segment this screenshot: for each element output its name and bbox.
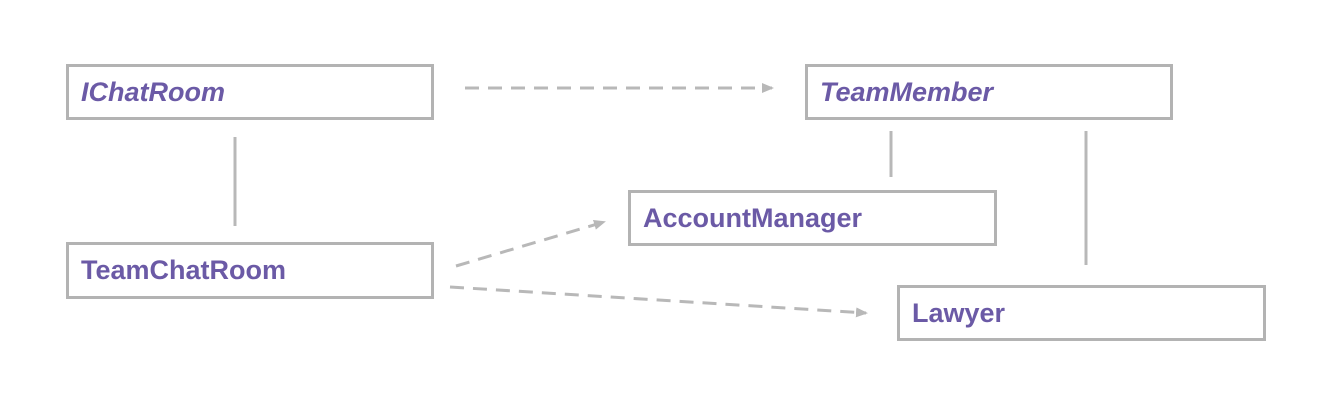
lawyer-label: Lawyer bbox=[912, 297, 1006, 328]
teamchatroom-label: TeamChatRoom bbox=[81, 255, 287, 285]
edge-teamchatroom-lawyer bbox=[449, 285, 868, 318]
accountmanager-label: AccountManager bbox=[643, 202, 863, 233]
edge-teamchatroom-accountmanager bbox=[455, 220, 606, 268]
accountmanager-node: AccountManager bbox=[628, 190, 997, 246]
ichatroom-node: IChatRoom bbox=[66, 64, 434, 120]
teammember-label: TeamMember bbox=[820, 76, 994, 107]
lawyer-node: Lawyer bbox=[897, 285, 1266, 341]
ichatroom-label: IChatRoom bbox=[81, 76, 225, 107]
teammember-node: TeamMember bbox=[805, 64, 1173, 120]
teamchatroom-node: TeamChatRoom bbox=[66, 242, 434, 299]
